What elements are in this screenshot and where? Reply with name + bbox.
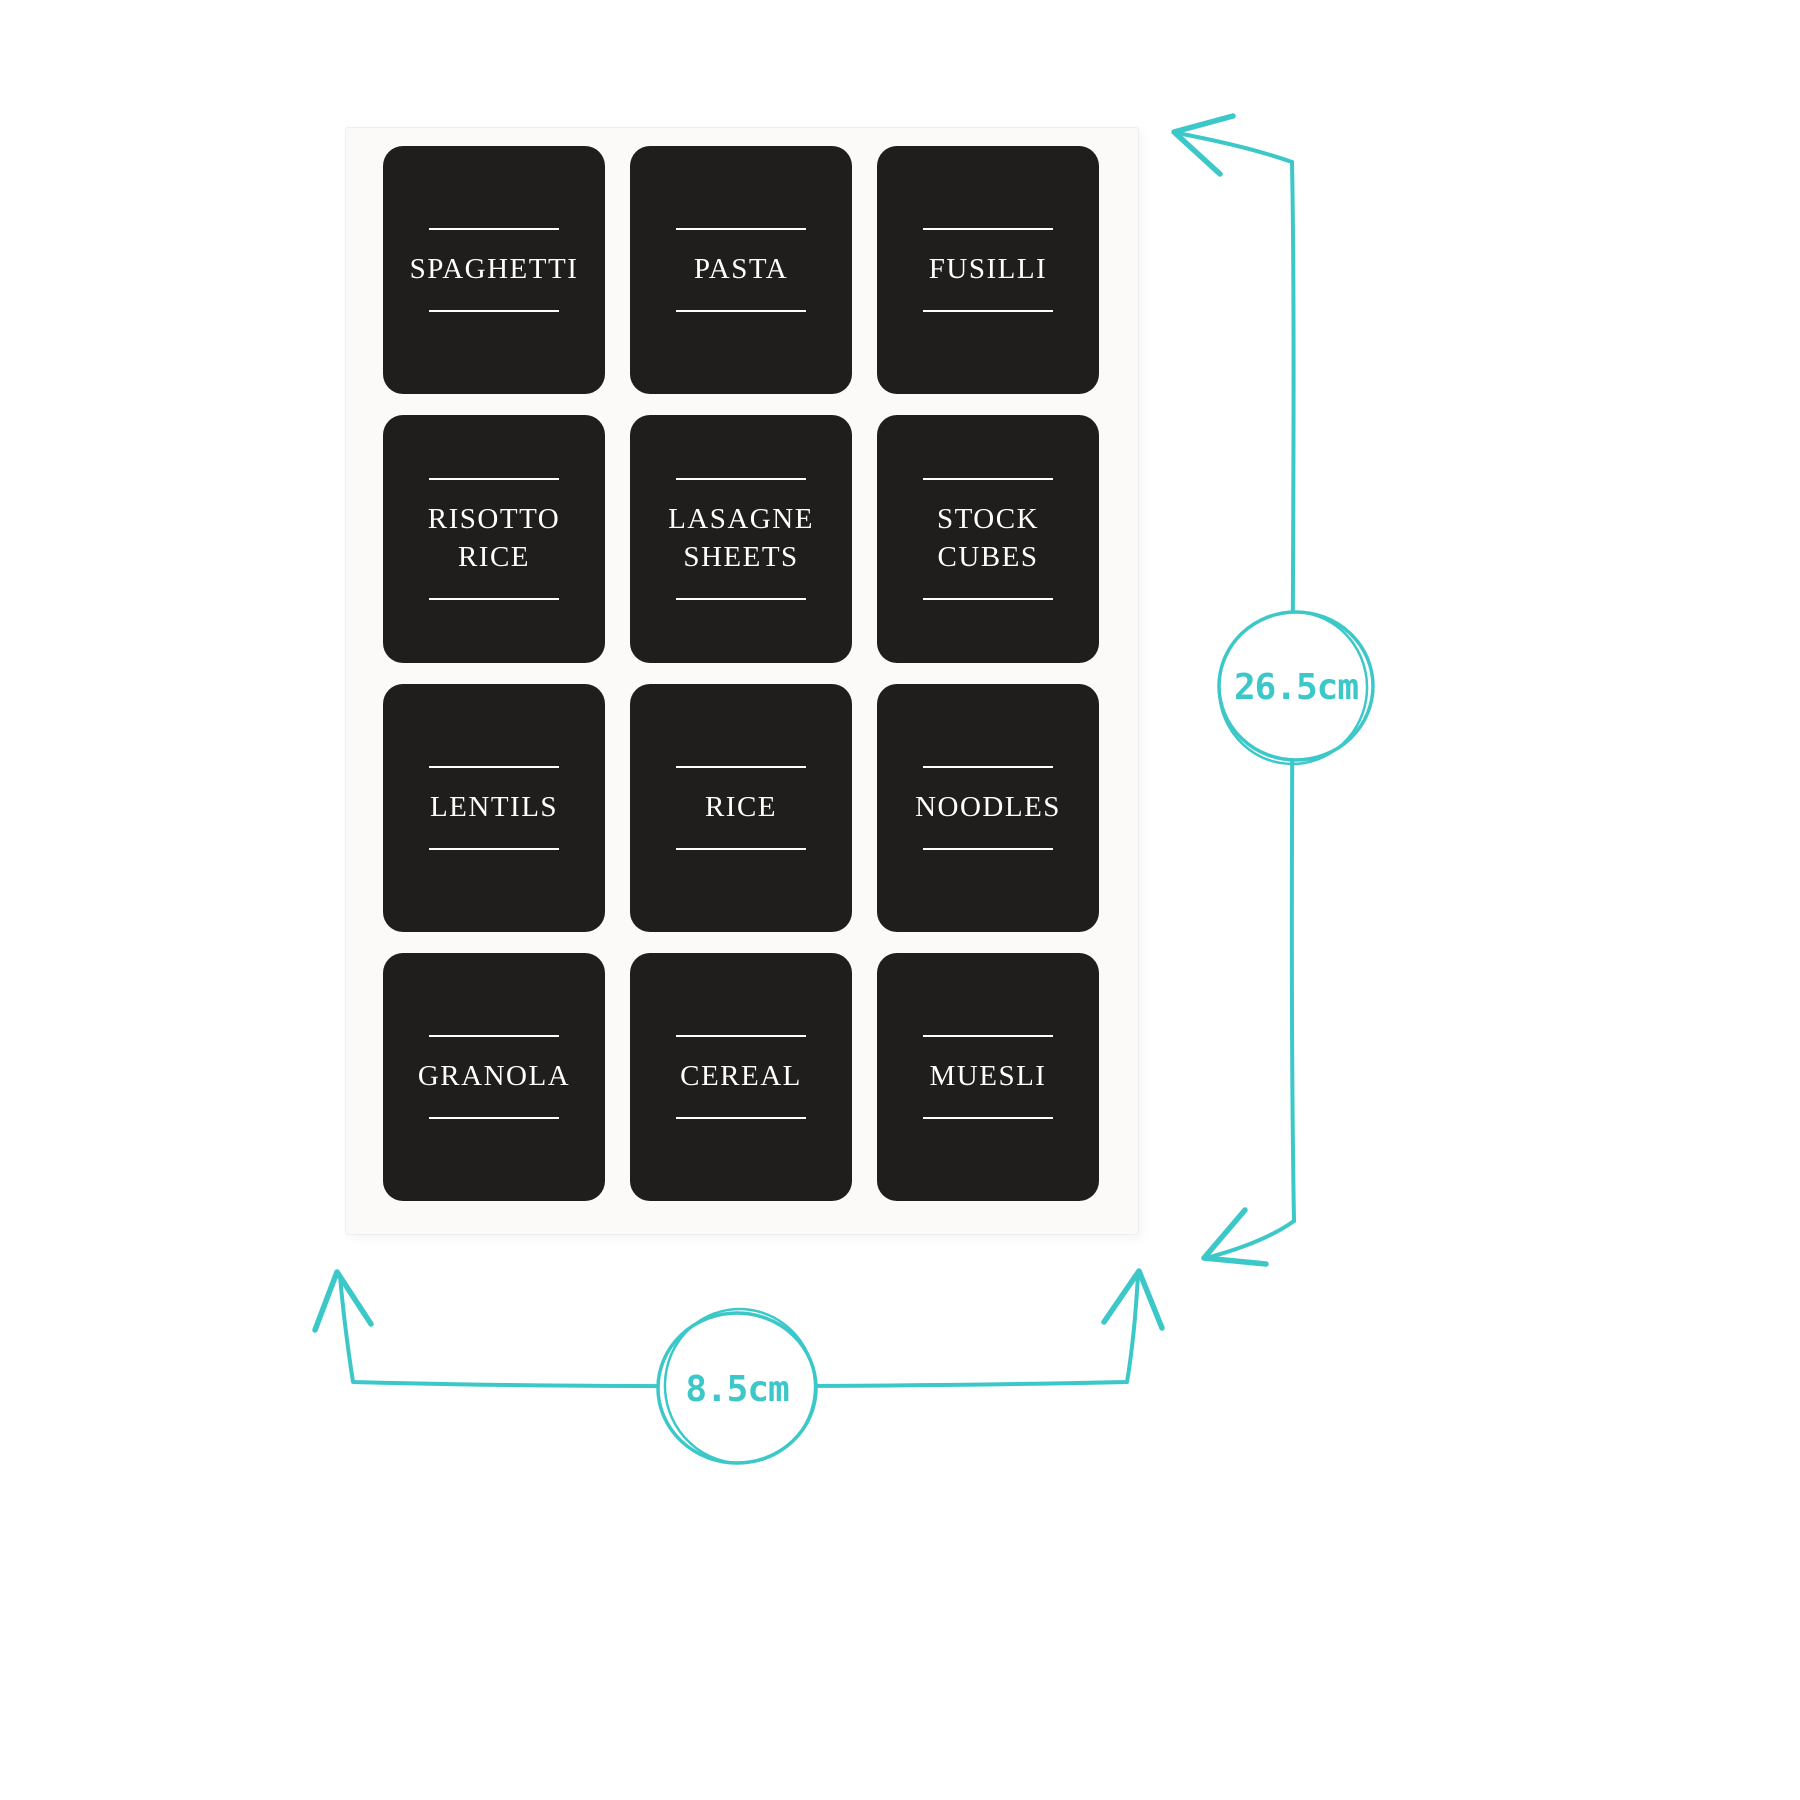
- label-rule-top: [923, 766, 1053, 769]
- label-rule-bottom: [676, 847, 806, 850]
- label-text: FUSILLI: [928, 253, 1048, 286]
- label-text: NOODLES: [915, 791, 1061, 824]
- label-rule-top: [429, 766, 559, 769]
- height-dimension-bottom-connector: [1208, 1219, 1296, 1259]
- label-rule-bottom: [676, 309, 806, 312]
- label-rule-bottom: [923, 597, 1053, 600]
- label-sheet: SPAGHETTI PASTA FUSILLI RISOTTO RICE LAS…: [346, 128, 1138, 1234]
- label-text: MUESLI: [929, 1060, 1047, 1093]
- label-rule-top: [676, 478, 806, 481]
- pantry-label: MUESLI: [877, 953, 1099, 1201]
- label-text: PASTA: [693, 253, 789, 286]
- label-rule-bottom: [429, 847, 559, 850]
- label-rule-top: [676, 228, 806, 231]
- label-text: RISOTTO RICE: [427, 503, 561, 573]
- label-rule-bottom: [429, 1116, 559, 1119]
- label-rule-top: [429, 228, 559, 231]
- width-arrow-right-icon: [1101, 1268, 1165, 1331]
- width-measurement: 8.5cm: [685, 1368, 789, 1410]
- pantry-label: LENTILS: [383, 684, 605, 932]
- pantry-label: CEREAL: [630, 953, 852, 1201]
- label-rule-bottom: [676, 597, 806, 600]
- height-arrow-bottom-icon: [1201, 1207, 1269, 1267]
- pantry-label: FUSILLI: [877, 146, 1099, 394]
- label-rule-bottom: [923, 847, 1053, 850]
- label-rule-top: [676, 766, 806, 769]
- pantry-label: GRANOLA: [383, 953, 605, 1201]
- label-text: RICE: [704, 791, 778, 824]
- pantry-label: LASAGNE SHEETS: [630, 415, 852, 663]
- label-text: STOCK CUBES: [936, 503, 1040, 573]
- label-rule-bottom: [429, 309, 559, 312]
- label-text: GRANOLA: [417, 1060, 571, 1093]
- label-rule-top: [923, 228, 1053, 231]
- label-text: LENTILS: [429, 791, 559, 824]
- label-rule-bottom: [676, 1116, 806, 1119]
- label-rule-top: [429, 1035, 559, 1038]
- pantry-label: RICE: [630, 684, 852, 932]
- label-rule-bottom: [923, 309, 1053, 312]
- label-rule-top: [676, 1035, 806, 1038]
- label-text: LASAGNE SHEETS: [668, 503, 814, 573]
- width-arrow-left-icon: [312, 1269, 374, 1333]
- label-rule-top: [923, 478, 1053, 481]
- label-rule-bottom: [429, 597, 559, 600]
- label-rule-bottom: [923, 1116, 1053, 1119]
- height-measurement: 26.5cm: [1233, 666, 1359, 708]
- pantry-label: PASTA: [630, 146, 852, 394]
- pantry-label: NOODLES: [877, 684, 1099, 932]
- label-text: CEREAL: [680, 1060, 802, 1093]
- pantry-label: STOCK CUBES: [877, 415, 1099, 663]
- height-arrow-top-icon: [1171, 113, 1236, 177]
- label-text: SPAGHETTI: [409, 253, 579, 286]
- height-dimension-top-connector: [1175, 131, 1294, 164]
- pantry-label: SPAGHETTI: [383, 146, 605, 394]
- label-rule-top: [429, 478, 559, 481]
- pantry-label: RISOTTO RICE: [383, 415, 605, 663]
- label-rule-top: [923, 1035, 1053, 1038]
